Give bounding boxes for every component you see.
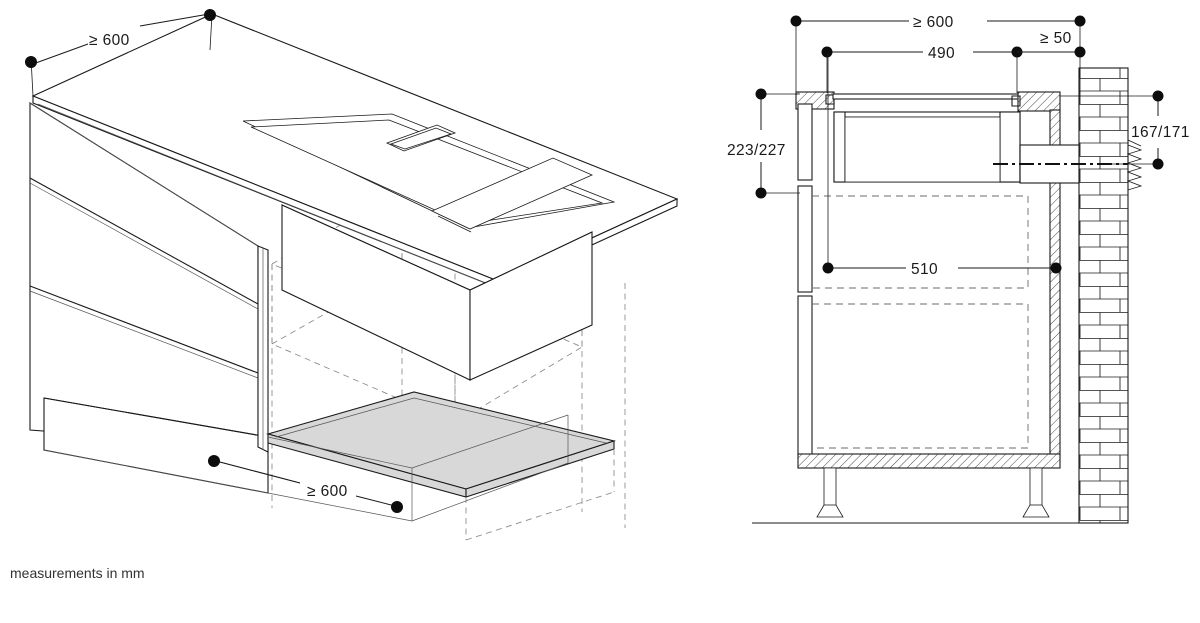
wall-vent-grille <box>1126 139 1143 191</box>
sec-dim-490-label: 490 <box>928 45 955 62</box>
sec-dim-223-227-label: 223/227 <box>727 142 786 159</box>
sec-dimension-490: 490 <box>821 45 1023 93</box>
sec-dimension-600: ≥ 600 <box>790 14 1086 92</box>
iso-dim-top-label: ≥ 600 <box>89 32 130 49</box>
iso-dimension-depth-bottom: ≥ 600 <box>208 455 403 513</box>
worktop-section <box>795 91 1061 112</box>
units-caption: measurements in mm <box>10 565 145 581</box>
sec-dimension-510: 510 <box>822 53 1062 278</box>
iso-dim-bottom-label: ≥ 600 <box>307 483 348 500</box>
construction-lines <box>267 414 569 522</box>
sec-dim-167-171-label: 167/171 <box>1131 124 1190 141</box>
sec-dimension-167-171: 167/171 <box>1060 90 1190 170</box>
cabinet-side-panel <box>257 245 269 453</box>
plinth-legs <box>816 467 1050 518</box>
cabinet-side-panel-section <box>797 103 813 457</box>
extractor-body <box>281 157 593 381</box>
isometric-view: ≥ 600 ≥ 600 <box>25 9 679 541</box>
base-shelf-board <box>265 391 617 498</box>
sec-dimension-50: ≥ 50 <box>1017 30 1086 58</box>
iso-dimension-depth-top: ≥ 600 <box>25 9 216 97</box>
drawer-fronts <box>29 102 269 494</box>
floor-projection-dashed <box>465 449 615 541</box>
hidden-drawer-boxes <box>812 195 1029 449</box>
masonry-wall <box>1078 67 1129 524</box>
appliance-module <box>833 111 1021 183</box>
sec-dim-50-label: ≥ 50 <box>1040 30 1072 47</box>
sec-dim-600-label: ≥ 600 <box>913 14 954 31</box>
sec-dimension-223-227: 223/227 <box>727 88 800 199</box>
sec-dim-510-label: 510 <box>911 261 938 278</box>
cabinet-bottom-board <box>797 453 1061 469</box>
section-view: ≥ 600 490 ≥ 50 <box>727 14 1190 524</box>
